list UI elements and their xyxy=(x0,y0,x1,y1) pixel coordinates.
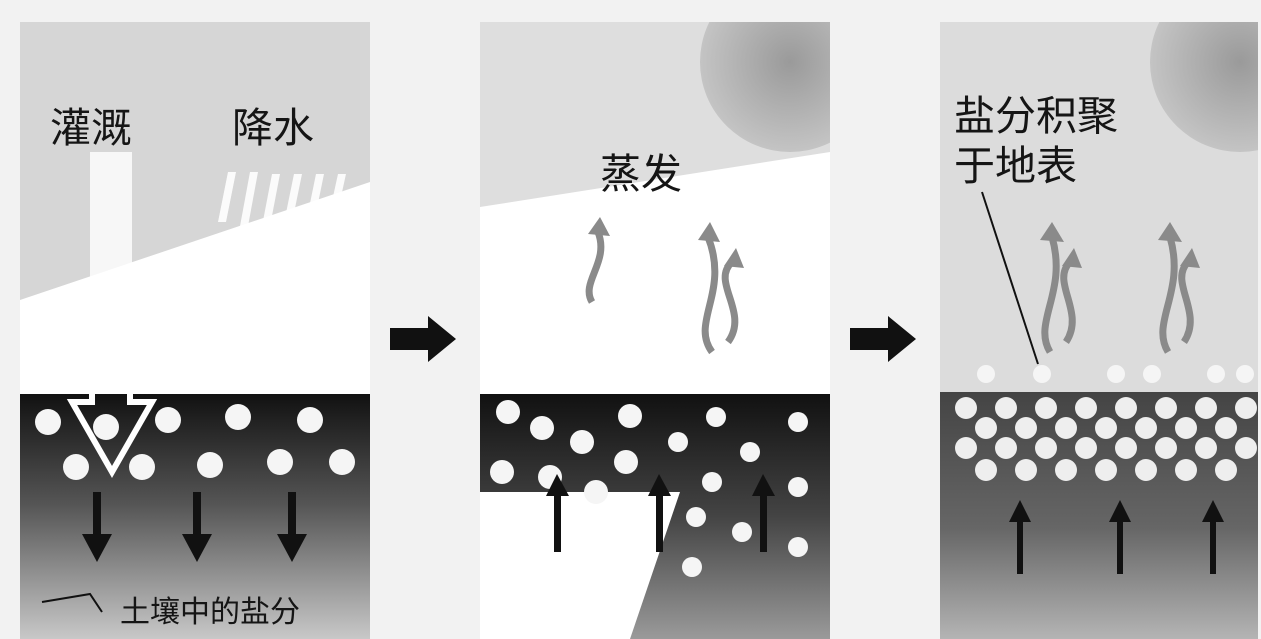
downward-arrows xyxy=(82,492,307,562)
panel-salt-accumulation: 盐分积聚 于地表 xyxy=(940,22,1258,639)
accumulation-label-line1: 盐分积聚 xyxy=(954,92,1118,140)
infiltration-arrow xyxy=(66,349,158,479)
step-arrow-2-icon xyxy=(850,316,916,362)
sun-shape xyxy=(700,22,830,152)
step-arrow-1-icon xyxy=(390,316,456,362)
panel-accumulation-illustration xyxy=(940,22,1258,639)
panel-evaporation-illustration xyxy=(480,22,830,639)
sun-shape xyxy=(1150,22,1258,152)
soil-salt-label: 土壤中的盐分 xyxy=(120,595,300,630)
evaporation-label: 蒸发 xyxy=(600,150,682,198)
salt-particles xyxy=(490,400,808,577)
upward-arrows xyxy=(1009,500,1224,574)
evaporation-arrows xyxy=(585,230,739,355)
accumulation-pointer-line xyxy=(981,191,1039,365)
salt-particles xyxy=(35,404,355,480)
upward-arrows xyxy=(546,474,775,552)
surface-salt-particles xyxy=(977,365,1254,383)
panel-evaporation: 蒸发 xyxy=(480,22,830,639)
evaporation-arrows xyxy=(1041,236,1194,354)
irrigation-label: 灌溉 xyxy=(50,104,132,152)
salt-particles xyxy=(955,397,1257,481)
rain-label: 降水 xyxy=(232,104,314,152)
salt-pointer-line xyxy=(41,592,103,613)
accumulation-label-line2: 于地表 xyxy=(954,142,1077,190)
panel-irrigation-illustration xyxy=(20,22,370,639)
panel-irrigation-rain: 灌溉 降水 土壤中的盐分 xyxy=(20,22,370,639)
